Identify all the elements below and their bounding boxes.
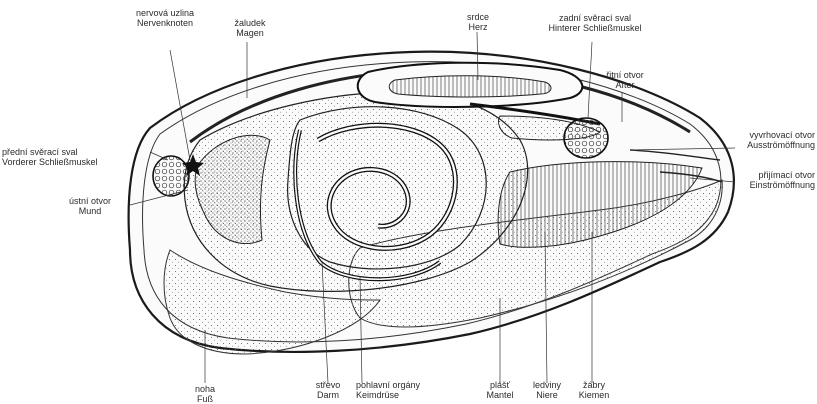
label-kidney: ledviny Niere: [522, 380, 572, 400]
label-intestine-cz: střevo: [306, 380, 350, 390]
label-anus-de: After: [598, 80, 652, 90]
label-mantle-cz: plášť: [476, 380, 524, 390]
label-intestine-de: Darm: [306, 390, 350, 400]
label-excurrent-opening-cz: vyvrhovací otvor: [728, 130, 815, 140]
label-foot: noha Fuß: [182, 384, 228, 404]
label-gills-de: Kiemen: [572, 390, 616, 400]
label-posterior-adductor: zadní svěrací sval Hinterer Schließmuske…: [545, 13, 645, 33]
label-anus: řitní otvor After: [598, 70, 652, 90]
label-kidney-cz: ledviny: [522, 380, 572, 390]
label-anterior-adductor: přední svěrací sval Vorderer Schließmusk…: [2, 147, 98, 167]
label-heart-de: Herz: [456, 22, 500, 32]
label-kidney-de: Niere: [522, 390, 572, 400]
label-excurrent-opening-de: Ausströmöffnung: [728, 140, 815, 150]
label-gills-cz: žábry: [572, 380, 616, 390]
label-heart: srdce Herz: [456, 12, 500, 32]
label-incurrent-opening: přijímací otvor Einströmöffnung: [728, 170, 815, 190]
label-posterior-adductor-cz: zadní svěrací sval: [545, 13, 645, 23]
label-stomach: žaludek Magen: [225, 18, 275, 38]
label-incurrent-opening-de: Einströmöffnung: [728, 180, 815, 190]
label-intestine: střevo Darm: [306, 380, 350, 400]
label-excurrent-opening: vyvrhovací otvor Ausströmöffnung: [728, 130, 815, 150]
anterior-adductor: [153, 156, 189, 196]
label-mantle-de: Mantel: [476, 390, 524, 400]
label-foot-de: Fuß: [182, 394, 228, 404]
label-anterior-adductor-cz: přední svěrací sval: [2, 147, 98, 157]
label-gonads: pohlavní orgány Keimdrüse: [356, 380, 420, 400]
label-nerve-ganglion-de: Nervenknoten: [115, 18, 215, 28]
label-gonads-cz: pohlavní orgány: [356, 380, 420, 390]
label-gills: žábry Kiemen: [572, 380, 616, 400]
label-mouth-de: Mund: [50, 206, 130, 216]
label-foot-cz: noha: [182, 384, 228, 394]
label-posterior-adductor-de: Hinterer Schließmuskel: [545, 23, 645, 33]
label-mouth: ústní otvor Mund: [50, 196, 130, 216]
label-mantle: plášť Mantel: [476, 380, 524, 400]
label-stomach-cz: žaludek: [225, 18, 275, 28]
label-stomach-de: Magen: [225, 28, 275, 38]
posterior-adductor: [564, 118, 608, 158]
label-incurrent-opening-cz: přijímací otvor: [728, 170, 815, 180]
label-gonads-de: Keimdrüse: [356, 390, 420, 400]
label-nerve-ganglion-cz: nervová uzlina: [115, 8, 215, 18]
label-heart-cz: srdce: [456, 12, 500, 22]
label-anterior-adductor-de: Vorderer Schließmuskel: [2, 157, 98, 167]
label-nerve-ganglion: nervová uzlina Nervenknoten: [115, 8, 215, 28]
label-mouth-cz: ústní otvor: [50, 196, 130, 206]
heart: [389, 76, 551, 97]
label-anus-cz: řitní otvor: [598, 70, 652, 80]
